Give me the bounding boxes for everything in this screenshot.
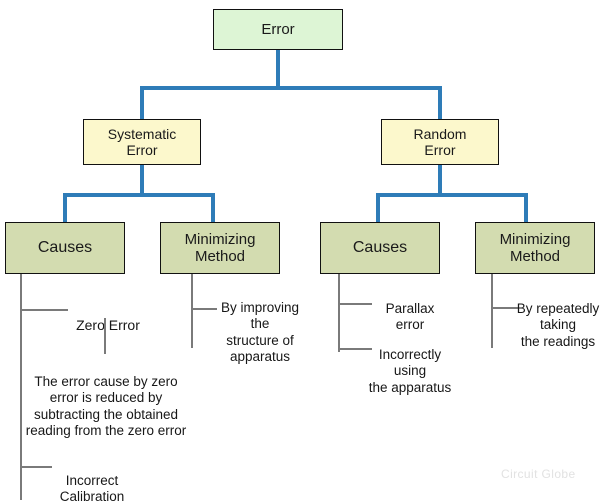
connector-random-minimizing-spine [491, 274, 493, 348]
connector-by-improving-tick [191, 308, 217, 310]
node-systematic-minimizing[interactable]: Minimizing Method [160, 222, 280, 274]
node-systematic-causes-label: Causes [37, 238, 93, 256]
connector-to-systematic-minimizing [211, 193, 215, 222]
node-systematic-causes[interactable]: Causes [5, 222, 125, 274]
connector-to-random-minimizing [524, 193, 528, 222]
note-by-improving: By improving the structure of apparatus [206, 284, 314, 365]
connector-to-random-causes [376, 193, 380, 222]
note-incorrect-calibration-text: Incorrect Calibration [59, 473, 125, 502]
note-parallax-error-text: Parallax error [385, 301, 435, 333]
note-by-improving-text: By improving the structure of apparatus [220, 300, 300, 364]
node-error-label: Error [261, 20, 295, 38]
node-random-causes[interactable]: Causes [320, 222, 440, 274]
node-error[interactable]: Error [213, 9, 343, 50]
connector-to-systematic [140, 86, 144, 119]
node-random-minimizing-label: Minimizing Method [499, 230, 571, 265]
connector-random-stem [438, 165, 442, 195]
note-by-repeatedly: By repeatedly taking the readings [505, 285, 611, 350]
node-random-error[interactable]: Random Error [381, 119, 499, 165]
node-systematic-error[interactable]: Systematic Error [83, 119, 201, 165]
note-parallax-error: Parallax error [362, 285, 458, 334]
note-zero-error-detail-text: The error cause by zero error is reduced… [25, 374, 187, 438]
connector-random-bus [376, 193, 528, 197]
note-incorrect-calibration: Incorrect Calibration [46, 457, 138, 502]
note-zero-error: Zero Error [62, 300, 154, 334]
connector-incorrectly-using-tick [338, 348, 372, 350]
connector-systematic-stem [140, 165, 144, 195]
connector-level1-bus [140, 86, 442, 90]
connector-to-random [438, 86, 442, 119]
connector-parallax-error-tick [338, 303, 372, 305]
watermark-text: Circuit Globe [501, 467, 576, 481]
watermark: Circuit Globe [501, 467, 576, 481]
connector-to-systematic-causes [63, 193, 67, 222]
note-by-repeatedly-text: By repeatedly taking the readings [516, 301, 600, 349]
node-random-causes-label: Causes [352, 238, 408, 256]
node-systematic-error-label: Systematic Error [107, 125, 177, 158]
connector-random-causes-spine [338, 274, 340, 352]
connector-systematic-bus [63, 193, 215, 197]
note-zero-error-text: Zero Error [76, 316, 140, 333]
note-incorrectly-using-text: Incorrectly using the apparatus [368, 347, 452, 395]
connector-zero-error-detail-stem [104, 318, 106, 354]
connector-root-stem [276, 50, 280, 86]
connector-zero-error-tick [20, 309, 68, 311]
note-zero-error-detail: The error cause by zero error is reduced… [10, 358, 202, 439]
connector-systematic-minimizing-spine [191, 274, 193, 348]
node-random-error-label: Random Error [413, 125, 467, 158]
note-incorrectly-using: Incorrectly using the apparatus [352, 331, 468, 396]
node-random-minimizing[interactable]: Minimizing Method [475, 222, 595, 274]
connector-by-repeatedly-tick [491, 307, 519, 309]
node-systematic-minimizing-label: Minimizing Method [184, 230, 256, 265]
connector-incorrect-calibration-tick [20, 466, 52, 468]
connector-systematic-causes-spine [20, 274, 22, 500]
